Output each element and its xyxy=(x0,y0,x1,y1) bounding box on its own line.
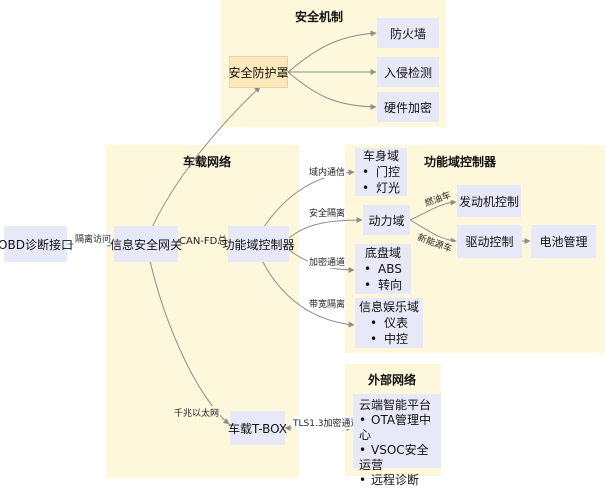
chassis-domain-list: ABS 转向 xyxy=(364,261,402,293)
edge-label-tls: TLS1.3加密通道 xyxy=(292,416,361,429)
security-mechanism-title: 安全机制 xyxy=(295,10,344,24)
edge-label-gigabit-ethernet: 千兆以太网 xyxy=(173,406,221,419)
edge-gateway-shield xyxy=(147,86,261,237)
hardware-encryption[interactable]: 硬件加密 xyxy=(377,92,439,122)
infotainment-domain-title: 信息娱乐域 xyxy=(358,300,419,314)
body-domain[interactable]: 车身域 门控 灯光 xyxy=(355,148,407,196)
infotainment-domain[interactable]: 信息娱乐域 仪表 中控 xyxy=(355,298,423,348)
edge-label-security-isolation: 安全隔离 xyxy=(308,206,347,219)
edge-label-isolated-access: 隔离访问 xyxy=(74,232,113,245)
external-network-title: 外部网络 xyxy=(368,373,417,387)
body-domain-list: 门控 灯光 xyxy=(362,164,400,196)
chassis-domain-item: ABS xyxy=(364,261,402,277)
obd-diagnostic-port[interactable]: OBD诊断接口 xyxy=(0,226,73,262)
body-domain-item: 灯光 xyxy=(362,180,400,196)
intrusion-detection[interactable]: 入侵检测 xyxy=(377,57,439,87)
edge-label-intra-domain: 域内通信 xyxy=(308,165,347,178)
vehicle-tbox[interactable]: 车载T-BOX xyxy=(228,411,287,445)
edge-label-bandwidth-isolation: 带宽隔离 xyxy=(308,297,347,310)
security-shield[interactable]: 安全防护罩 xyxy=(229,56,289,88)
infotainment-domain-item: 中控 xyxy=(370,331,408,347)
edge-shield-firewall xyxy=(287,30,377,73)
domain-controller-title: 功能域控制器 xyxy=(424,155,497,169)
firewall[interactable]: 防火墙 xyxy=(377,18,439,48)
drive-control[interactable]: 驱动控制 xyxy=(457,225,522,258)
power-domain[interactable]: 动力域 xyxy=(363,205,410,235)
chassis-domain[interactable]: 底盘域 ABS 转向 xyxy=(355,244,411,294)
security-gateway[interactable]: 信息安全网关 xyxy=(110,226,182,262)
battery-management[interactable]: 电池管理 xyxy=(531,225,596,258)
cloud-platform-item: VSOC安全运营 xyxy=(359,443,435,473)
edge-dc-infotainment xyxy=(257,251,355,328)
body-domain-title: 车身域 xyxy=(362,149,399,163)
edge-dc-power xyxy=(288,217,363,239)
body-domain-item: 门控 xyxy=(362,164,400,180)
infotainment-domain-list: 仪表 中控 xyxy=(370,315,408,347)
edge-label-can-fd: CAN-FD总线 xyxy=(178,232,239,247)
edge-label-encrypted-channel: 加密通道 xyxy=(308,255,347,268)
edge-power-drive xyxy=(409,219,457,244)
chassis-domain-title: 底盘域 xyxy=(364,246,401,260)
cloud-platform-title: 云端智能平台 xyxy=(359,398,432,412)
cloud-platform[interactable]: 云端智能平台 OTA管理中心 VSOC安全运营 远程诊断 xyxy=(353,394,441,487)
domain-controller[interactable]: 功能域控制器 xyxy=(223,226,295,262)
infotainment-domain-item: 仪表 xyxy=(370,315,408,331)
chassis-domain-item: 转向 xyxy=(364,277,402,293)
cloud-platform-item: OTA管理中心 xyxy=(359,413,435,443)
cloud-platform-list: OTA管理中心 VSOC安全运营 远程诊断 xyxy=(359,413,435,488)
engine-control[interactable]: 发动机控制 xyxy=(457,185,521,217)
edge-power-engine xyxy=(409,199,457,221)
edge-shield-hardware xyxy=(287,71,377,110)
edge-gateway-tbox xyxy=(147,251,230,425)
